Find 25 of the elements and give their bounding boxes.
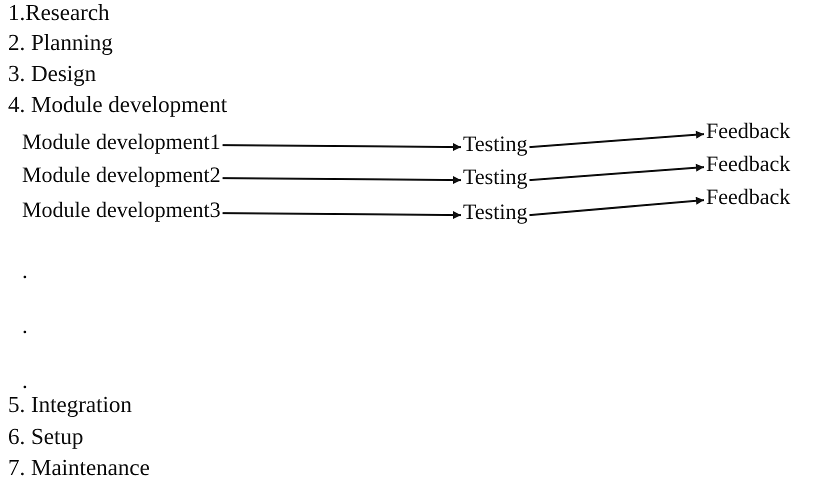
arrow	[222, 143, 461, 152]
step-text: Module development2	[22, 163, 221, 188]
ellipsis-dot: .	[22, 313, 28, 338]
ellipsis-dot: .	[22, 368, 28, 394]
list-item: 5. Integration	[8, 392, 132, 418]
step-text: Testing	[463, 165, 528, 190]
arrow	[222, 176, 461, 184]
list-item: 4. Module development	[8, 92, 228, 118]
step-text: Module development3	[22, 198, 221, 222]
arrow	[222, 211, 461, 220]
list-item: 2. Planning	[8, 30, 113, 56]
step-text: Feedback	[706, 152, 790, 176]
arrow	[529, 130, 704, 148]
ellipsis-dot: .	[22, 258, 28, 284]
step-text: Testing	[463, 132, 528, 156]
step-text: Feedback	[706, 119, 790, 144]
step-text: Feedback	[706, 185, 790, 210]
list-item: 7. Maintenance	[8, 455, 150, 480]
list-item: 1.Research	[8, 0, 110, 26]
arrow	[529, 164, 704, 182]
step-text: Module development1	[22, 130, 221, 154]
list-item: 3. Design	[8, 61, 96, 86]
list-item: 6. Setup	[8, 424, 84, 450]
arrow	[529, 196, 704, 216]
step-text: Testing	[463, 200, 528, 224]
